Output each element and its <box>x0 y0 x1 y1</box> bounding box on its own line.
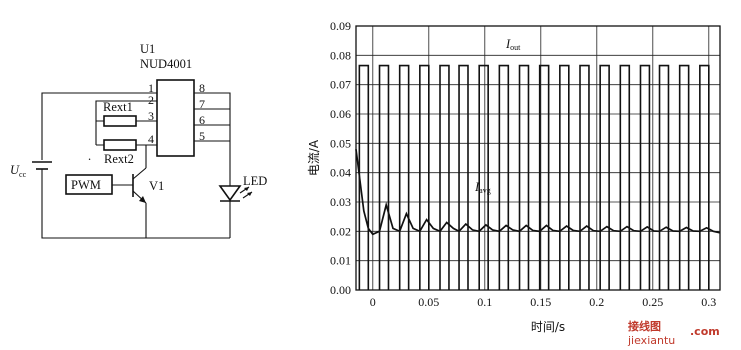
y-tick-0: 0.00 <box>330 283 351 297</box>
led-label: LED <box>243 174 267 188</box>
watermark-site: .com <box>690 325 720 338</box>
rext2-label: Rext2 <box>104 152 134 166</box>
iout-pulse-8 <box>518 64 530 290</box>
resistor-rext2 <box>103 139 137 151</box>
wire-top-rail <box>41 92 157 160</box>
transistor-collector <box>132 167 147 180</box>
y-tick-8: 0.08 <box>330 48 351 62</box>
y-tick-4: 0.04 <box>330 166 351 180</box>
wire-right-pins <box>194 92 231 186</box>
iout-pulse-0 <box>358 64 370 290</box>
ic-part-label: NUD4001 <box>140 57 192 71</box>
y-tick-labels: 0.00 0.01 0.02 0.03 0.04 0.05 0.06 0.07 0.08 0.09 <box>330 19 351 297</box>
series-label-iavg: Iavg <box>474 180 491 195</box>
y-tick-5: 0.05 <box>330 136 351 150</box>
y-tick-1: 0.01 <box>330 254 351 268</box>
iout-pulse-2 <box>398 64 410 290</box>
x-tick-3: 0.15 <box>530 295 551 309</box>
iout-pulse-16 <box>678 64 690 290</box>
iavg-line <box>355 149 721 236</box>
iout-pulse-15 <box>658 64 670 290</box>
iout-pulse-17 <box>699 64 710 290</box>
y-tick-9: 0.09 <box>330 19 351 33</box>
wire-rext-tap <box>95 100 157 145</box>
pin-1: 1 <box>148 81 154 95</box>
stray-dot: . <box>88 149 91 163</box>
pin-6: 6 <box>199 113 205 127</box>
x-tick-labels: 0 0.05 0.1 0.15 0.2 0.25 0.3 <box>370 295 717 309</box>
pin-4: 4 <box>148 132 154 146</box>
x-tick-5: 0.25 <box>642 295 663 309</box>
y-tick-6: 0.06 <box>330 107 351 121</box>
iout-pulse-4 <box>439 64 450 290</box>
led-triangle <box>218 185 242 202</box>
pin-5: 5 <box>199 129 205 143</box>
transistor-label: V1 <box>149 179 164 193</box>
pin-2: 2 <box>148 93 154 107</box>
wire-pin4-collector <box>145 144 157 168</box>
iout-pulse-6 <box>478 64 489 290</box>
iout-pulse-11 <box>579 64 590 290</box>
x-tick-4: 0.2 <box>589 295 604 309</box>
chart-series <box>355 64 721 290</box>
pin-8: 8 <box>199 81 205 95</box>
rext1-label: Rext1 <box>103 100 133 114</box>
y-tick-3: 0.03 <box>330 195 351 209</box>
y-tick-7: 0.07 <box>330 78 351 92</box>
iout-pulse-13 <box>619 64 631 290</box>
plot-frame <box>355 25 721 291</box>
pin-7: 7 <box>199 97 205 111</box>
watermark: 接线图 jiexiantu .com <box>627 319 720 347</box>
iout-pulse-3 <box>419 64 430 290</box>
iout-pulse-10 <box>559 64 570 290</box>
ic-ref-label: U1 <box>140 42 155 56</box>
wire-bottom-rail <box>41 169 230 239</box>
transistor-emitter-arrow <box>139 196 146 203</box>
ic-body <box>156 79 195 157</box>
x-axis-label: 时间/s <box>531 320 565 334</box>
iout-pulse-1 <box>378 64 390 290</box>
iout-pulse-7 <box>498 64 510 290</box>
watermark-cn: 接线图 <box>628 319 661 333</box>
iout-pulse-14 <box>639 64 651 290</box>
supply-label: Ucc <box>10 163 27 179</box>
x-tick-1: 0.05 <box>418 295 439 309</box>
pin-3: 3 <box>148 109 154 123</box>
pwm-label: PWM <box>71 178 101 192</box>
current-chart: 0.00 0.01 0.02 0.03 0.04 0.05 0.06 0.07 0.08 0.09… <box>307 19 721 334</box>
x-tick-0: 0 <box>370 295 376 309</box>
resistor-rext1 <box>103 115 137 127</box>
iout-pulse-5 <box>458 64 469 290</box>
y-axis-label: 电流/A <box>307 139 321 176</box>
iout-pulse-9 <box>538 64 550 290</box>
led-arrowheads <box>244 187 252 196</box>
circuit-diagram: U1 NUD4001 1 2 3 4 8 7 6 5 Ucc Rext1 Rex… <box>10 42 267 239</box>
x-tick-6: 0.3 <box>701 295 716 309</box>
y-tick-2: 0.02 <box>330 224 351 238</box>
iout-pulse-12 <box>599 64 610 290</box>
x-tick-2: 0.1 <box>477 295 492 309</box>
watermark-latin: jiexiantu <box>627 334 675 347</box>
series-label-iout: Iout <box>505 37 521 52</box>
